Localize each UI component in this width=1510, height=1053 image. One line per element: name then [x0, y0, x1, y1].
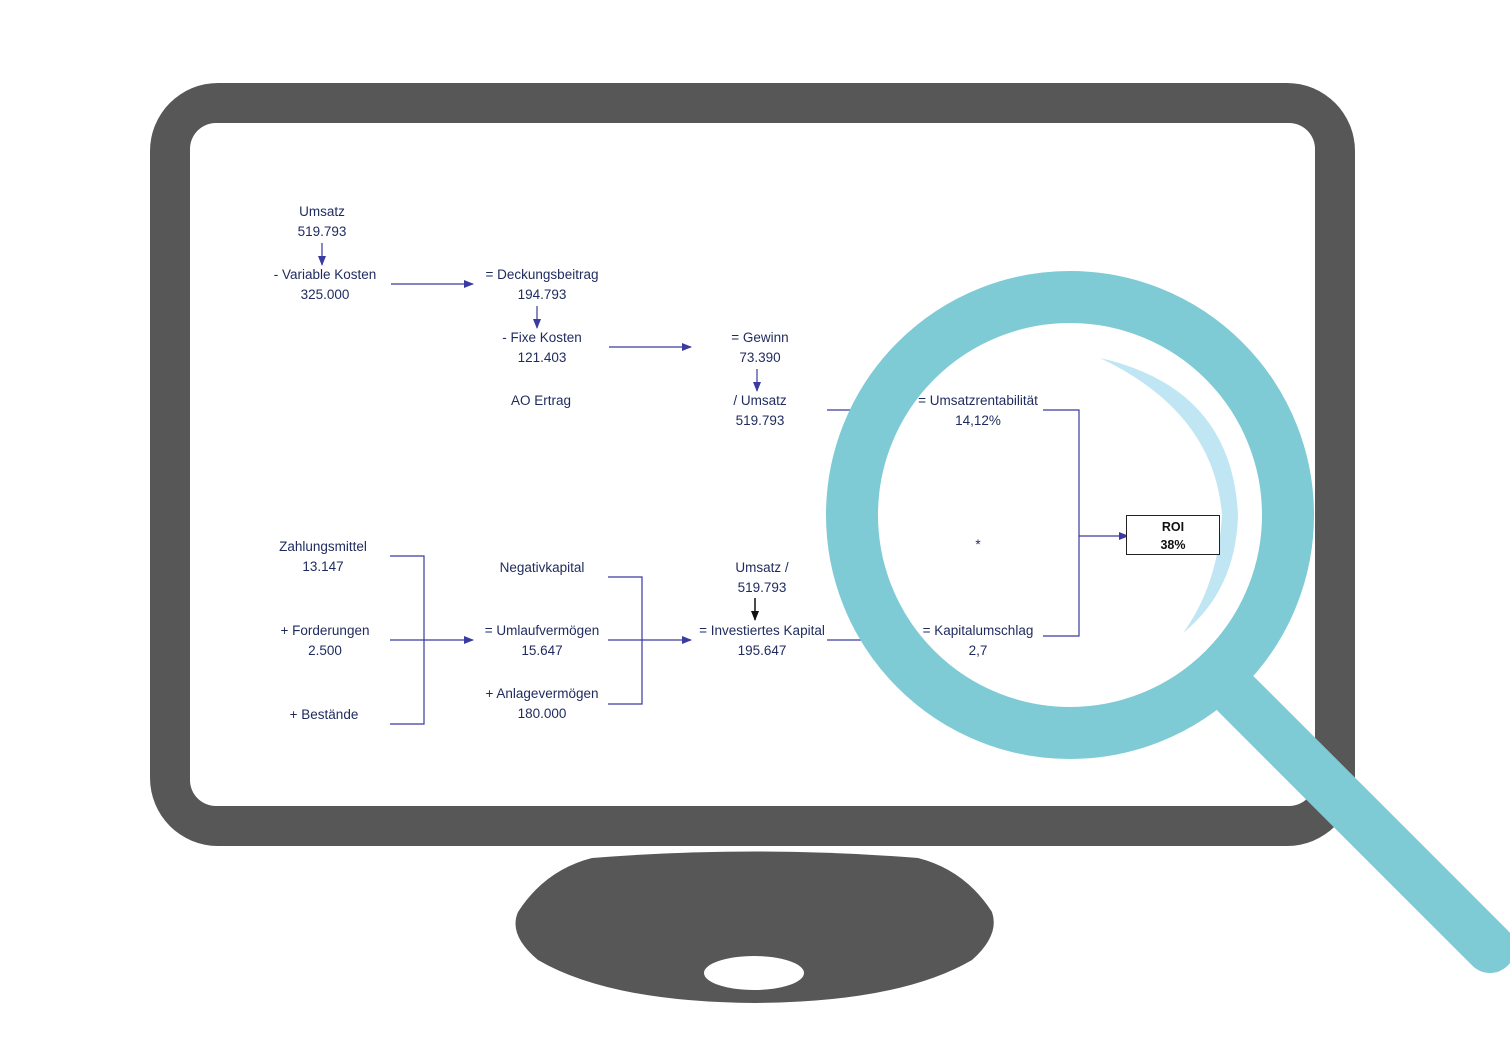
node-value: 121.403: [517, 350, 567, 365]
node-investiertes-kapital: = Investiertes Kapital 195.647: [662, 621, 862, 661]
node-value: 13.147: [302, 559, 344, 574]
stand-hole-icon: [704, 956, 804, 990]
magnifier-icon: [826, 271, 1510, 973]
node-value: 15.647: [521, 643, 563, 658]
node-label: = Umlaufvermögen: [484, 623, 600, 638]
node-label: = Deckungsbeitrag: [485, 267, 599, 282]
node-negativkapital: Negativkapital: [442, 558, 642, 578]
node-label: - Variable Kosten: [273, 267, 377, 282]
node-ao-ertrag: AO Ertrag: [441, 391, 641, 411]
roi-box: ROI 38%: [1126, 515, 1220, 555]
node-label: Zahlungsmittel: [279, 539, 367, 554]
node-zahlungsmittel: Zahlungsmittel 13.147: [223, 537, 423, 577]
node-umsatz: Umsatz 519.793: [222, 202, 422, 242]
node-value: 195.647: [737, 643, 787, 658]
node-label: Negativkapital: [499, 560, 585, 575]
node-forderungen: + Forderungen 2.500: [225, 621, 425, 661]
node-fixe-kosten: - Fixe Kosten 121.403: [442, 328, 642, 368]
node-variable-kosten: - Variable Kosten 325.000: [225, 265, 425, 305]
node-deckungsbeitrag: = Deckungsbeitrag 194.793: [442, 265, 642, 305]
node-label: = Kapitalumschlag: [922, 623, 1034, 638]
roi-value: 38%: [1160, 538, 1186, 552]
node-value: 325.000: [300, 287, 350, 302]
node-label: Umsatz /: [735, 560, 789, 575]
node-value: 180.000: [517, 706, 567, 721]
node-value: 14,12%: [955, 413, 1001, 428]
node-umsatz-slash: Umsatz / 519.793: [662, 558, 862, 598]
node-label: + Forderungen: [280, 623, 370, 638]
node-label: Umsatz: [299, 204, 345, 219]
monitor-stand-icon: [515, 851, 994, 1003]
node-label: + Anlagevermögen: [485, 686, 599, 701]
node-value: 2.500: [308, 643, 342, 658]
node-label: AO Ertrag: [510, 393, 572, 408]
node-gewinn: = Gewinn 73.390: [660, 328, 860, 368]
node-label: = Investiertes Kapital: [699, 623, 825, 638]
node-value: 519.793: [297, 224, 347, 239]
node-label: = Gewinn: [731, 330, 789, 345]
node-value: 73.390: [739, 350, 781, 365]
node-kapitalumschlag: = Kapitalumschlag 2,7: [878, 621, 1078, 661]
node-label: / Umsatz: [733, 393, 787, 408]
node-umlaufvermoegen: = Umlaufvermögen 15.647: [442, 621, 642, 661]
node-label: = Umsatzrentabilität: [918, 393, 1038, 408]
node-label: + Bestände: [289, 707, 359, 722]
node-multiply: *: [878, 535, 1078, 555]
node-anlagevermoegen: + Anlagevermögen 180.000: [442, 684, 642, 724]
node-bestaende: + Bestände: [224, 705, 424, 725]
roi-label: ROI: [1161, 520, 1185, 534]
node-value: 2,7: [968, 643, 988, 658]
node-value: 519.793: [737, 580, 787, 595]
node-label: *: [975, 537, 981, 552]
node-value: 194.793: [517, 287, 567, 302]
node-value: 519.793: [735, 413, 785, 428]
node-umsatzrentabilitaet: = Umsatzrentabilität 14,12%: [878, 391, 1078, 431]
node-label: - Fixe Kosten: [502, 330, 582, 345]
node-umsatz-divide: / Umsatz 519.793: [660, 391, 860, 431]
